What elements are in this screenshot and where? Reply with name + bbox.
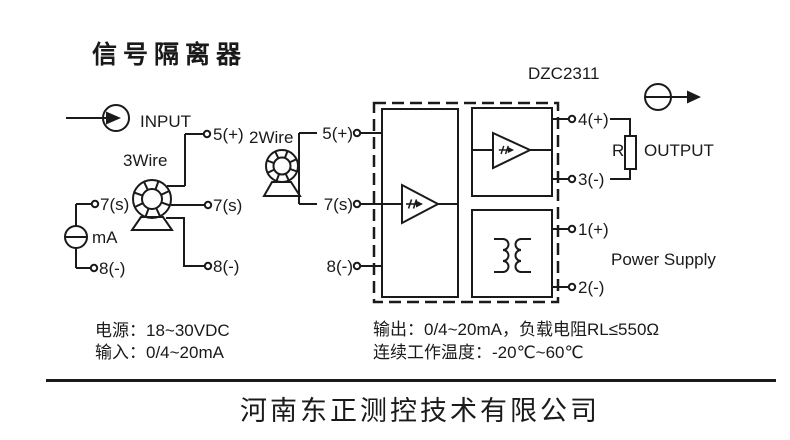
output-label: OUTPUT bbox=[644, 141, 714, 160]
spec-input: 输入：0/4~20mA bbox=[95, 343, 224, 362]
terminal-8-label: 8(-) bbox=[213, 257, 240, 276]
transmitter-2wire-wires bbox=[298, 132, 317, 205]
terminal-8-label: 8(-) bbox=[99, 259, 126, 278]
page-title: 信号隔离器 bbox=[92, 41, 248, 69]
input-arrow-icon bbox=[66, 104, 130, 132]
spec-temperature: 连续工作温度：-20℃~60℃ bbox=[373, 343, 584, 362]
load-resistor-label: R bbox=[612, 141, 625, 160]
two-wire-label: 2Wire bbox=[249, 128, 294, 147]
transmitter-2wire-icon bbox=[262, 149, 302, 197]
terminal-dots bbox=[89, 114, 577, 292]
input-label: INPUT bbox=[140, 112, 191, 131]
terminal-5-label: 5(+) bbox=[322, 124, 353, 143]
terminal-5-label: 5(+) bbox=[213, 125, 244, 144]
terminal-4-label: 4(+) bbox=[578, 110, 609, 129]
model-number: DZC2311 bbox=[528, 64, 600, 83]
terminal-3-label: 3(-) bbox=[578, 170, 605, 189]
transmitter-3wire-wires bbox=[166, 133, 204, 267]
transmitter-3wire-icon bbox=[130, 179, 174, 231]
output-arrow-icon bbox=[644, 83, 701, 111]
power-supply-label: Power Supply bbox=[611, 250, 716, 269]
three-wire-label: 3Wire bbox=[123, 151, 168, 170]
transformer-block bbox=[471, 209, 553, 298]
milliamp-label: mA bbox=[92, 228, 118, 247]
terminal-8-label: 8(-) bbox=[326, 257, 353, 276]
spec-power: 电源：18~30VDC bbox=[95, 321, 230, 340]
footer-divider bbox=[46, 379, 776, 382]
terminal-7-label: 7(s) bbox=[100, 195, 130, 214]
terminal-2-label: 2(-) bbox=[578, 278, 605, 297]
output-load-wires bbox=[552, 118, 637, 288]
terminal-7-label: 7(s) bbox=[323, 195, 353, 214]
current-source-icon bbox=[64, 203, 91, 269]
spec-output: 输出：0/4~20mA，负载电阻RL≤550Ω bbox=[373, 320, 660, 339]
output-amplifier-block bbox=[471, 107, 553, 197]
company-name: 河南东正测控技术有限公司 bbox=[240, 396, 600, 426]
load-resistor bbox=[624, 135, 637, 170]
terminal-7-label: 7(s) bbox=[213, 196, 243, 215]
isolator-dashed-enclosure bbox=[372, 101, 560, 304]
terminal-1-label: 1(+) bbox=[578, 220, 609, 239]
